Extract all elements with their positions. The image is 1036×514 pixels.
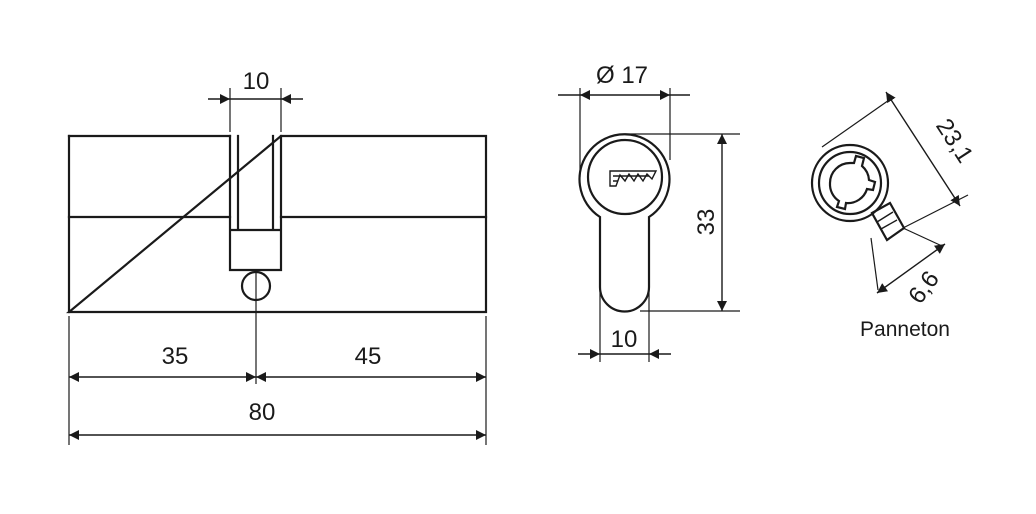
cylinder-profile-outline	[578, 133, 671, 313]
cam-slot	[228, 134, 283, 272]
length-right-label: 45	[355, 343, 382, 370]
cam-middle-circle	[817, 150, 883, 216]
cam-width-ext-b	[902, 227, 943, 247]
keyway-inner-icon	[613, 175, 649, 182]
plug-circle	[586, 138, 664, 216]
length-left-label: 35	[162, 343, 189, 370]
cam-lug-inner	[876, 211, 898, 230]
cam-width-label: 10	[243, 68, 270, 95]
cam-length-dim-line	[885, 91, 961, 207]
cam-width-ext-a	[870, 237, 879, 291]
front-view: Ø 17 33 10	[558, 62, 740, 362]
cam-caption: Panneton	[860, 318, 950, 341]
length-total-label: 80	[249, 399, 276, 426]
cam-length-label: 23,1	[930, 114, 978, 168]
side-view: 10 35 45 80	[65, 68, 488, 445]
cam-view: 23,1 6,6 Panneton	[810, 91, 978, 341]
keyway-icon	[609, 170, 658, 187]
cam-width-label: 6,6	[903, 266, 945, 309]
cam-hub-icon	[828, 154, 877, 211]
bottom-width-label: 10	[611, 326, 638, 353]
height-label: 33	[693, 209, 720, 236]
cam-length-ext-top	[821, 97, 893, 148]
diameter-label: Ø 17	[596, 62, 648, 89]
cam-width-dim-line	[876, 243, 946, 294]
cam-length-ext-bottom	[902, 194, 969, 229]
cylinder-body-outline	[65, 134, 488, 314]
